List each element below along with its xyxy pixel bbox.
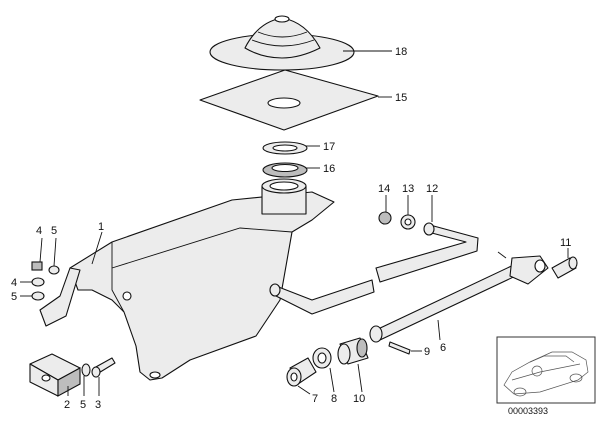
part-17-ring xyxy=(262,141,308,155)
part-15-plate xyxy=(199,69,379,131)
part-13-washer xyxy=(400,214,416,230)
callout-6: 6 xyxy=(440,342,446,354)
location-marker-icon xyxy=(531,365,543,377)
leader-lines xyxy=(20,50,569,396)
part-18-boot xyxy=(209,15,355,71)
part-2-block xyxy=(29,353,81,397)
callout-7: 7 xyxy=(312,393,318,405)
part-5-washer xyxy=(81,363,91,377)
part-11-pin xyxy=(551,256,578,279)
callout-14: 14 xyxy=(378,183,390,195)
callout-5a: 5 xyxy=(51,225,57,237)
callout-5c: 5 xyxy=(80,399,86,411)
callout-18: 18 xyxy=(395,46,407,58)
callout-11: 11 xyxy=(560,237,571,249)
callout-1: 1 xyxy=(98,221,104,233)
part-1-housing xyxy=(39,178,335,381)
callout-12: 12 xyxy=(426,183,438,195)
callout-16: 16 xyxy=(323,163,335,175)
callout-9: 9 xyxy=(424,346,430,358)
part-9-pin xyxy=(388,341,411,355)
part-8-ring xyxy=(312,347,332,369)
callout-4b: 4 xyxy=(11,277,17,289)
callout-10: 10 xyxy=(353,393,365,405)
part-14-nut xyxy=(378,211,392,225)
part-3-bolt xyxy=(91,357,116,378)
part-6-shift-rod xyxy=(369,251,549,343)
callout-8: 8 xyxy=(331,393,337,405)
callout-4a: 4 xyxy=(36,225,42,237)
car-locator-thumbnail xyxy=(496,336,596,404)
car-outline-icon xyxy=(503,351,589,395)
callout-15: 15 xyxy=(395,92,407,104)
callout-13: 13 xyxy=(402,183,414,195)
part-10-bushing xyxy=(337,337,369,365)
part-16-bearing xyxy=(262,162,308,178)
part-7-bushing xyxy=(286,357,317,387)
callout-17: 17 xyxy=(323,141,335,153)
part-12-rod xyxy=(269,222,479,315)
document-number: 00003393 xyxy=(508,406,548,416)
callout-5b: 5 xyxy=(11,291,17,303)
callout-3: 3 xyxy=(95,399,101,411)
callout-labels: 18 15 17 16 14 13 12 1 4 5 4 5 11 9 6 2 … xyxy=(11,46,571,411)
callout-2: 2 xyxy=(64,399,70,411)
fasteners-left xyxy=(31,261,60,301)
